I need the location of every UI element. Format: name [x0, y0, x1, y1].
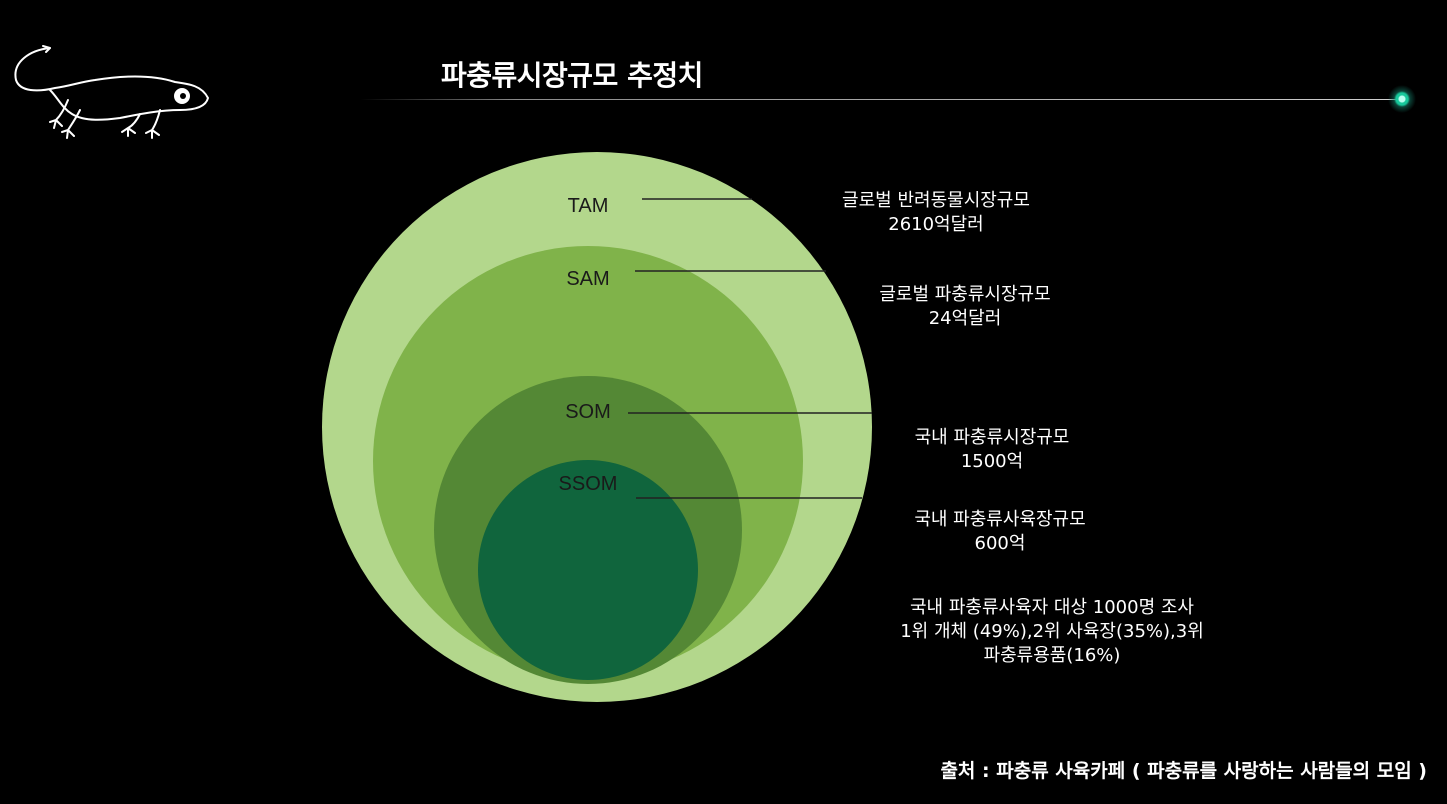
sam-label: SAM — [566, 268, 609, 290]
tam-description: 글로벌 반려동물시장규모 2610억달러 — [828, 189, 1044, 237]
glow-dot-icon — [1388, 85, 1416, 113]
som-desc-title: 국내 파충류시장규모 — [914, 427, 1070, 448]
sam-desc-title: 글로벌 파충류시장규모 — [879, 284, 1051, 305]
ssom-circle — [478, 460, 698, 680]
tam-desc-value: 2610억달러 — [888, 214, 984, 235]
survey-line-1: 국내 파충류사육자 대상 1000명 조사 — [910, 597, 1194, 618]
tam-desc-title: 글로벌 반려동물시장규모 — [842, 190, 1030, 211]
survey-description: 국내 파충류사육자 대상 1000명 조사 1위 개체 (49%),2위 사육장… — [880, 596, 1224, 668]
gecko-icon — [10, 40, 220, 145]
survey-line-3: 파충류용품(16%) — [983, 645, 1121, 666]
tam-label: TAM — [568, 195, 609, 217]
som-desc-value: 1500억 — [960, 451, 1024, 472]
page-title: 파충류시장규모 추정치 — [441, 59, 703, 92]
sam-desc-value: 24억달러 — [928, 308, 1002, 329]
ssom-label: SSOM — [559, 473, 618, 495]
ssom-description: 국내 파충류사육장규모 600억 — [900, 508, 1100, 556]
ssom-desc-value: 600억 — [974, 533, 1026, 554]
sam-description: 글로벌 파충류시장규모 24억달러 — [866, 283, 1064, 331]
som-description: 국내 파충류시장규모 1500억 — [902, 426, 1082, 474]
source-citation: 출처 : 파충류 사육카페 ( 파충류를 사랑하는 사람들의 모임 ) — [940, 760, 1427, 782]
ssom-desc-title: 국내 파충류사육장규모 — [914, 509, 1086, 530]
survey-line-2: 1위 개체 (49%),2위 사육장(35%),3위 — [900, 621, 1204, 642]
som-label: SOM — [565, 401, 611, 423]
title-divider — [360, 99, 1400, 100]
